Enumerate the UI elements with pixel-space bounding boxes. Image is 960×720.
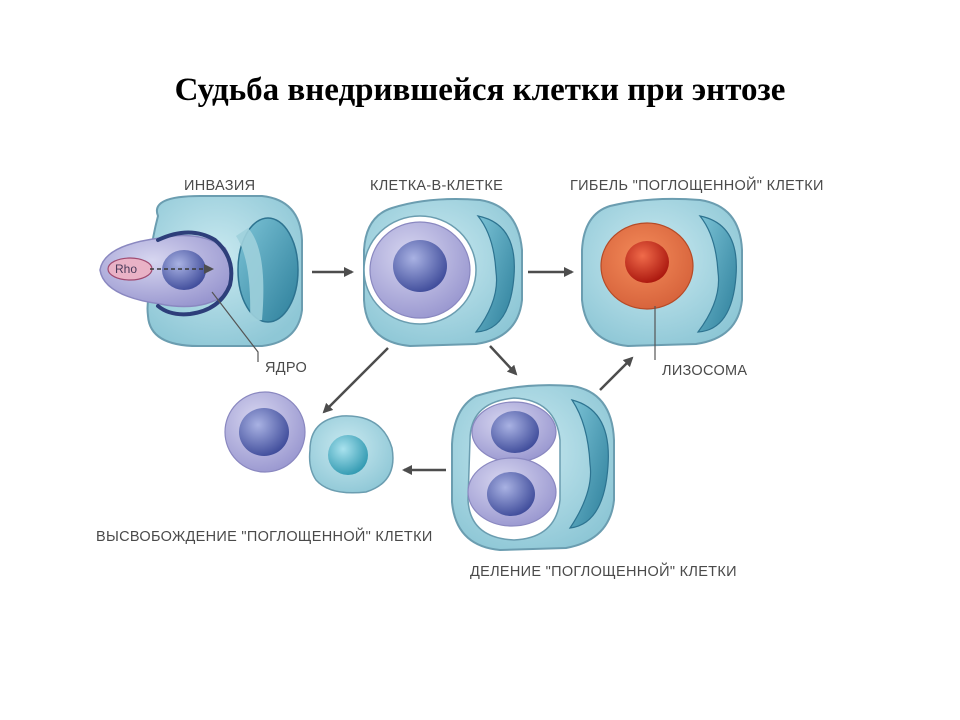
label-lysosome: ЛИЗОСОМА [662, 363, 747, 379]
invasion-stage: ИНВАЗИЯ Rho ЯДРО [99, 178, 307, 376]
cortical-ring [156, 230, 234, 317]
host-nucleus-death [696, 215, 737, 333]
released-nucleus-purple [239, 408, 289, 456]
rho-label: Rho [115, 262, 137, 276]
label-invasion: ИНВАЗИЯ [184, 178, 255, 194]
label-cell-in-cell: КЛЕТКА-В-КЛЕТКЕ [370, 178, 503, 194]
internal-nucleus-cellincell [393, 240, 447, 292]
lysosome-inner [625, 241, 669, 283]
death-stage: ГИБЕЛЬ "ПОГЛОЩЕННОЙ" КЛЕТКИ ЛИЗОСОМА [570, 176, 824, 379]
release-stage: ВЫСВОБОЖДЕНИЕ "ПОГЛОЩЕННОЙ" КЛЕТКИ [96, 391, 433, 545]
arrow-division-to-death [599, 356, 634, 391]
host-nucleus-division [568, 399, 609, 529]
label-release: ВЫСВОБОЖДЕНИЕ "ПОГЛОЩЕННОЙ" КЛЕТКИ [96, 527, 433, 545]
arrow-cellincell-to-division [489, 345, 518, 376]
label-nucleus: ЯДРО [265, 360, 307, 376]
cell-in-cell-stage: КЛЕТКА-В-КЛЕТКЕ [363, 178, 523, 348]
invading-nucleus [162, 250, 206, 290]
division-stage: ДЕЛЕНИЕ "ПОГЛОЩЕННОЙ" КЛЕТКИ [451, 384, 737, 580]
daughter-nucleus-bottom [487, 472, 535, 516]
arrow-cellincell-to-release [322, 347, 389, 414]
daughter-nucleus-top [491, 411, 539, 453]
nucleus-pointer-line [211, 291, 259, 362]
label-division: ДЕЛЕНИЕ "ПОГЛОЩЕННОЙ" КЛЕТКИ [470, 562, 737, 580]
label-death: ГИБЕЛЬ "ПОГЛОЩЕННОЙ" КЛЕТКИ [570, 176, 824, 194]
released-nucleus-teal [328, 435, 368, 475]
slide-title: Судьба внедрившейся клетки при энтозе [174, 72, 786, 108]
host-nucleus-cellincell [474, 215, 515, 333]
